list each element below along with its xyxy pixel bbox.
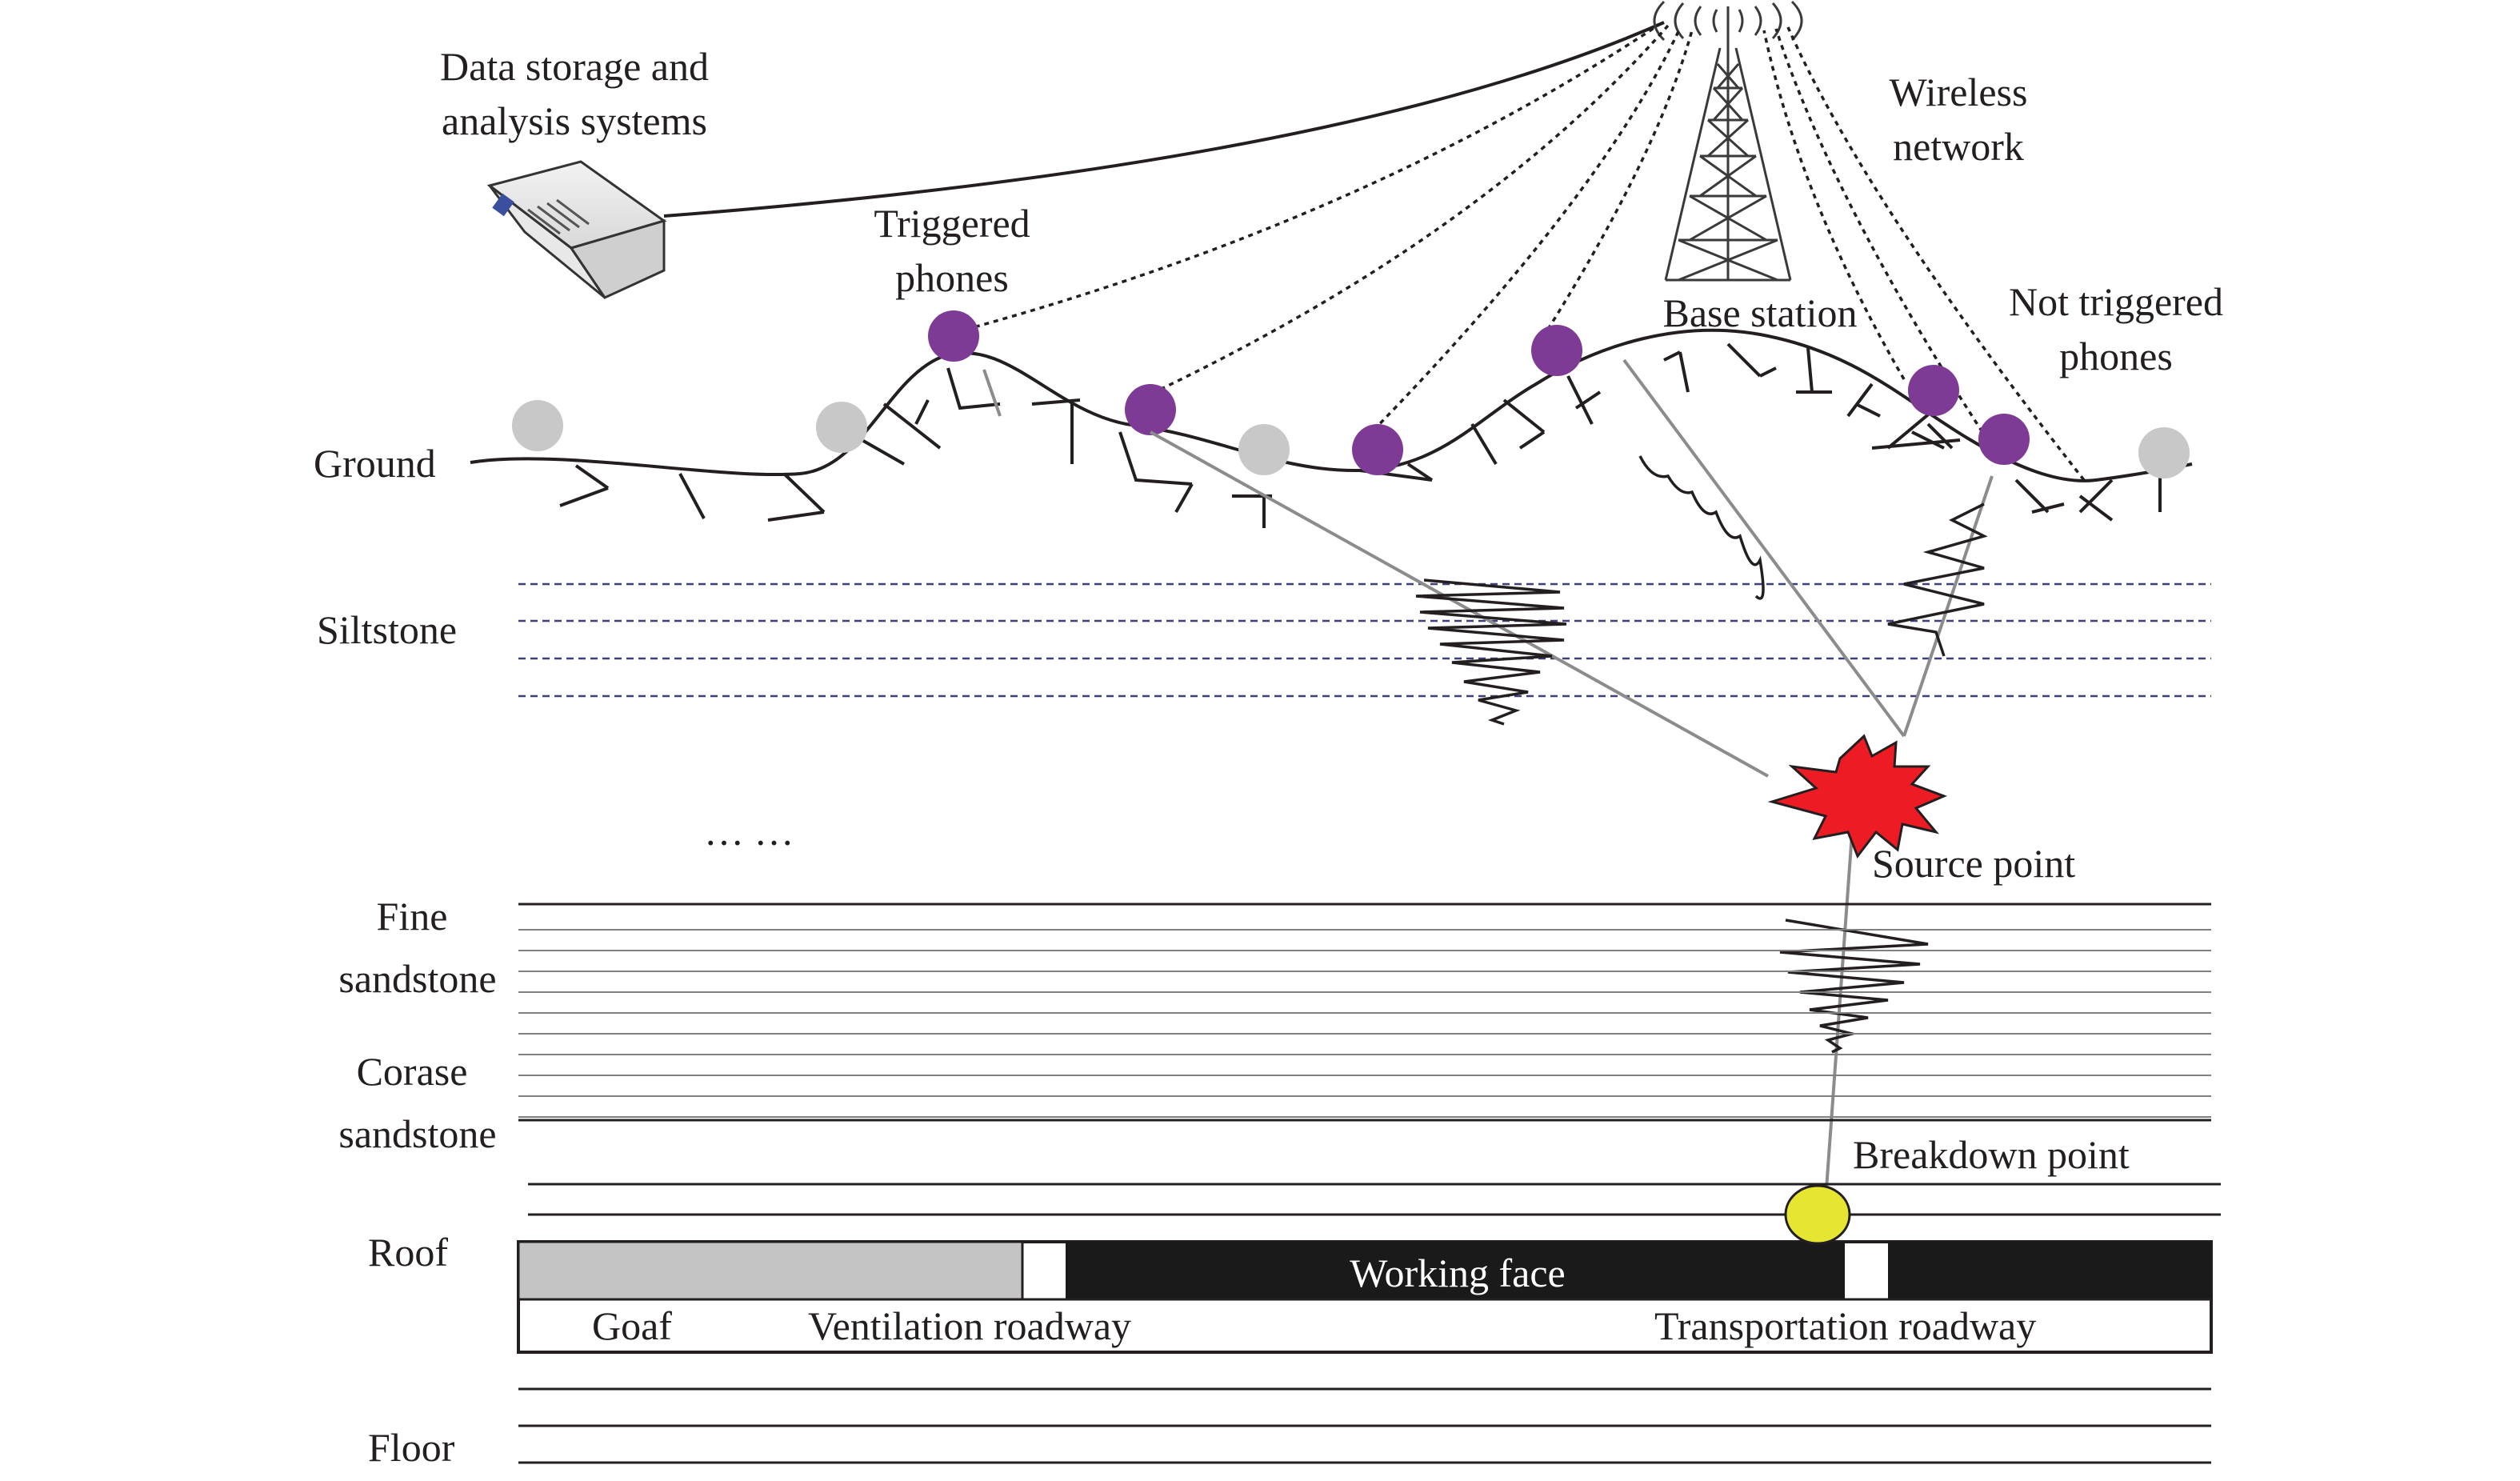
working-face-block <box>1066 1242 1845 1299</box>
phone-triggered <box>928 310 979 362</box>
goaf-block <box>517 1240 1024 1301</box>
sandstone-layer-lines <box>518 903 2211 1122</box>
phone-not-triggered <box>816 402 867 453</box>
phone-triggered <box>1531 325 1582 376</box>
working-face-block <box>1888 1242 2211 1299</box>
wireless-label-line2: network <box>1893 124 2024 169</box>
mine-section <box>517 1240 2213 1354</box>
working-face-label: Working face <box>1350 1251 1565 1295</box>
base-station-tower-icon <box>1664 32 1792 282</box>
phone-triggered <box>1125 384 1176 435</box>
source-point-burst <box>1767 734 1948 859</box>
triggered-label-line1: Triggered <box>874 201 1030 246</box>
triggered-label-line2: phones <box>895 255 1009 300</box>
source-point-label: Source point <box>1872 841 2075 886</box>
data-storage-label-line1: Data storage and <box>440 44 709 89</box>
coarse-sandstone-label-line1: Corase <box>357 1049 468 1094</box>
phone-not-triggered <box>2138 427 2190 478</box>
fine-sandstone-label-line1: Fine <box>377 894 448 939</box>
transportation-roadway-label: Transportation roadway <box>1654 1303 2036 1348</box>
not-triggered-label-line1: Not triggered <box>2009 279 2223 324</box>
goaf-label: Goaf <box>592 1303 672 1348</box>
floor-layer-lines <box>518 1387 2211 1464</box>
phone-triggered <box>1352 424 1403 475</box>
not-triggered-phones <box>512 400 2190 478</box>
seismic-wave-paths <box>982 358 1994 1201</box>
roof-label: Roof <box>368 1230 448 1275</box>
coarse-sandstone-label-line2: sandstone <box>338 1111 496 1156</box>
breakdown-point-label: Breakdown point <box>1853 1132 2130 1177</box>
phone-triggered <box>1908 365 1959 416</box>
antenna-signal-icon <box>1653 0 1803 42</box>
triggered-phones <box>928 310 2030 475</box>
server-to-tower-link <box>663 21 1665 218</box>
breakdown-point-marker <box>1784 1184 1851 1245</box>
phone-triggered <box>1978 414 2030 465</box>
data-storage-server-icon <box>486 160 667 299</box>
floor-label: Floor <box>368 1425 455 1470</box>
siltstone-label: Siltstone <box>317 607 457 652</box>
ground-label: Ground <box>314 441 436 486</box>
ellipsis-label: … … <box>704 809 794 854</box>
phone-not-triggered <box>512 400 563 451</box>
fine-sandstone-label-line2: sandstone <box>338 956 496 1001</box>
not-triggered-label-line2: phones <box>2059 334 2173 378</box>
ventilation-roadway-label: Ventilation roadway <box>808 1303 1131 1348</box>
wireless-network-links <box>946 22 2086 482</box>
wireless-label-line1: Wireless <box>1890 70 2028 114</box>
base-station-label: Base station <box>1662 290 1857 335</box>
data-storage-label-line2: analysis systems <box>442 98 707 143</box>
ground-hatch-marks <box>559 342 2162 528</box>
siltstone-layer-lines <box>518 582 2211 698</box>
roof-layer-lines <box>528 1183 2221 1216</box>
seismic-waveforms <box>1415 455 1988 1054</box>
phone-not-triggered <box>1238 424 1290 475</box>
